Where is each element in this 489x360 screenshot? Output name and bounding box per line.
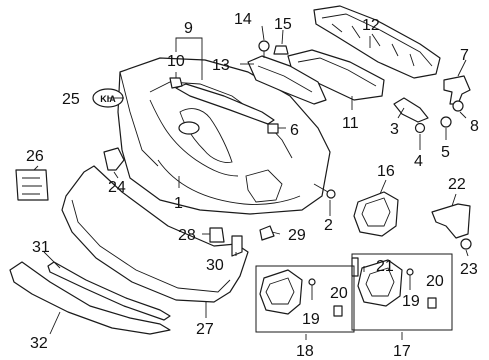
callout-18: 18 [296, 343, 314, 360]
callout-25: 25 [62, 91, 80, 108]
callout-17: 17 [393, 343, 411, 360]
clip-28 [209, 227, 225, 243]
callout-12: 12 [362, 17, 380, 34]
callout-4: 4 [414, 153, 423, 170]
callout-32: 32 [30, 335, 48, 352]
callout-7: 7 [460, 47, 469, 64]
callout-13: 13 [212, 57, 230, 74]
callout-9: 9 [184, 20, 193, 37]
bracket-3 [393, 97, 429, 123]
upper-bracket [247, 55, 327, 105]
lower-cover [61, 165, 249, 303]
bracket-30 [231, 235, 243, 257]
clip-6 [267, 123, 279, 134]
lower-trim-strip [47, 261, 171, 321]
impact-absorber [313, 5, 441, 79]
subassembly-box-18 [255, 265, 355, 333]
screw-4 [414, 122, 426, 134]
callout-11: 11 [342, 115, 359, 132]
callout-16: 16 [377, 163, 395, 180]
bolt-8 [452, 100, 464, 112]
callout-2: 2 [324, 217, 333, 234]
callout-10: 10 [167, 53, 185, 70]
emblem-text: KIA [100, 94, 116, 104]
callout-30: 30 [206, 257, 224, 274]
callout-28: 28 [178, 227, 196, 244]
reflector-21 [351, 257, 359, 277]
callout-29: 29 [288, 227, 306, 244]
screw-5 [440, 116, 452, 128]
callout-23: 23 [460, 261, 478, 278]
callout-21: 21 [376, 258, 394, 275]
callout-19a: 19 [302, 311, 320, 328]
callout-14: 14 [234, 11, 252, 28]
callout-20a: 20 [330, 285, 348, 302]
callout-6: 6 [290, 122, 299, 139]
clip-10 [169, 77, 183, 89]
nut-15 [273, 45, 289, 55]
callout-26: 26 [26, 148, 44, 165]
bumper-cover [117, 57, 331, 215]
bracket-22 [431, 203, 471, 239]
callout-3: 3 [390, 121, 399, 138]
callout-15: 15 [274, 16, 292, 33]
callout-27: 27 [196, 321, 214, 338]
bracket-7 [443, 75, 471, 105]
fog-lamp-housing-16 [353, 191, 399, 237]
bolt-14 [258, 40, 270, 58]
callout-31: 31 [32, 239, 50, 256]
callout-22: 22 [448, 176, 466, 193]
nut-29 [259, 225, 275, 241]
callout-1: 1 [174, 195, 183, 212]
callout-numbers: 1 2 3 4 5 6 7 8 9 10 11 12 13 14 15 16 1… [26, 11, 479, 360]
callout-5: 5 [441, 144, 450, 161]
license-bracket-26 [15, 169, 49, 201]
leader-lines [33, 25, 469, 340]
callout-19b: 19 [402, 293, 420, 310]
lower-spoiler [9, 261, 171, 335]
hood-emblem [178, 121, 200, 135]
screw-2 [313, 183, 336, 199]
callout-24: 24 [108, 179, 126, 196]
callout-20b: 20 [426, 273, 444, 290]
upper-grille-strip [175, 83, 275, 125]
subassembly-box-17 [351, 253, 453, 331]
bolt-23 [460, 238, 472, 250]
callout-8: 8 [470, 118, 479, 135]
bracket-24 [103, 147, 125, 171]
